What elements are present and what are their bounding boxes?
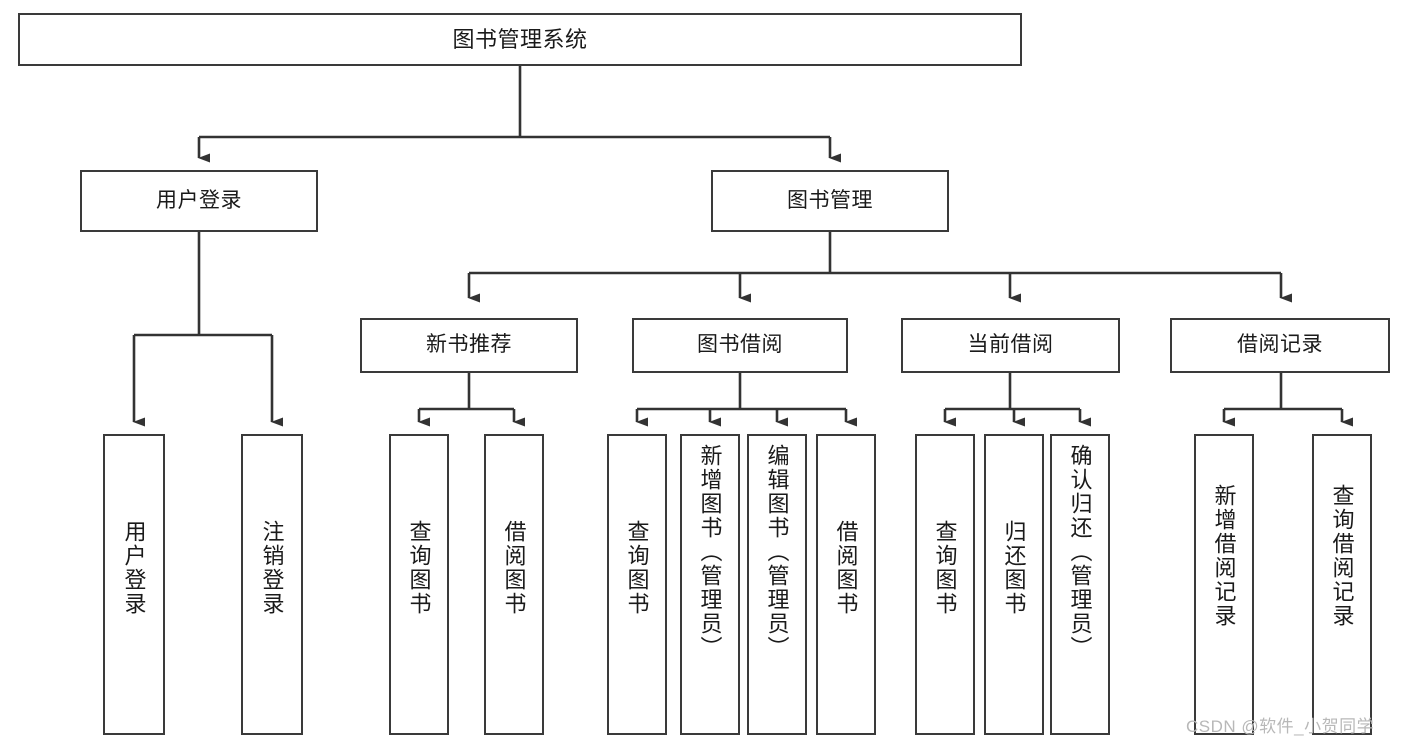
watermark-text: CSDN @软件_小贺同学	[1186, 717, 1375, 736]
node-new-book-recommend-label: 新书推荐	[426, 333, 512, 357]
node-borrow-record[interactable]: 借阅记录	[1170, 318, 1390, 373]
node-leaf-logout[interactable]: 注销登录	[241, 434, 303, 735]
node-leaf-edit-book-label: 编辑图书（管理员）	[764, 444, 790, 660]
node-book-management[interactable]: 图书管理	[711, 170, 949, 232]
node-leaf-edit-book[interactable]: 编辑图书（管理员）	[747, 434, 807, 735]
node-leaf-borrow-book-1-label: 借阅图书	[501, 520, 527, 616]
node-leaf-query-book-3-label: 查询图书	[932, 520, 958, 616]
node-leaf-borrow-book-1[interactable]: 借阅图书	[484, 434, 544, 735]
node-current-borrow-label: 当前借阅	[967, 333, 1054, 357]
node-leaf-user-login[interactable]: 用户登录	[103, 434, 165, 735]
node-user-login-label: 用户登录	[156, 188, 242, 212]
node-new-book-recommend[interactable]: 新书推荐	[360, 318, 578, 373]
node-leaf-return-book[interactable]: 归还图书	[984, 434, 1044, 735]
node-leaf-add-book-label: 新增图书（管理员）	[697, 444, 723, 660]
node-leaf-query-book-2-label: 查询图书	[624, 520, 650, 616]
node-book-management-label: 图书管理	[787, 188, 873, 212]
node-leaf-borrow-book-2-label: 借阅图书	[833, 520, 859, 616]
node-leaf-return-book-label: 归还图书	[1001, 520, 1027, 616]
node-current-borrow[interactable]: 当前借阅	[901, 318, 1120, 373]
node-leaf-logout-label: 注销登录	[259, 520, 285, 616]
node-leaf-add-record-label: 新增借阅记录	[1211, 484, 1237, 628]
node-leaf-add-record[interactable]: 新增借阅记录	[1194, 434, 1254, 735]
node-root-label: 图书管理系统	[452, 26, 588, 52]
node-leaf-borrow-book-2[interactable]: 借阅图书	[816, 434, 876, 735]
node-leaf-add-book[interactable]: 新增图书（管理员）	[680, 434, 740, 735]
node-book-borrow-label: 图书借阅	[697, 333, 783, 357]
node-leaf-confirm-return-label: 确认归还（管理员）	[1067, 444, 1093, 660]
node-leaf-query-book-2[interactable]: 查询图书	[607, 434, 667, 735]
node-leaf-query-book-1[interactable]: 查询图书	[389, 434, 449, 735]
node-borrow-record-label: 借阅记录	[1237, 333, 1323, 357]
node-leaf-confirm-return[interactable]: 确认归还（管理员）	[1050, 434, 1110, 735]
node-leaf-query-record[interactable]: 查询借阅记录	[1312, 434, 1372, 735]
node-root[interactable]: 图书管理系统	[18, 13, 1022, 66]
node-leaf-query-book-1-label: 查询图书	[406, 520, 432, 616]
node-leaf-user-login-label: 用户登录	[121, 520, 147, 616]
node-user-login[interactable]: 用户登录	[80, 170, 318, 232]
node-leaf-query-book-3[interactable]: 查询图书	[915, 434, 975, 735]
node-book-borrow[interactable]: 图书借阅	[632, 318, 848, 373]
node-leaf-query-record-label: 查询借阅记录	[1329, 484, 1355, 628]
